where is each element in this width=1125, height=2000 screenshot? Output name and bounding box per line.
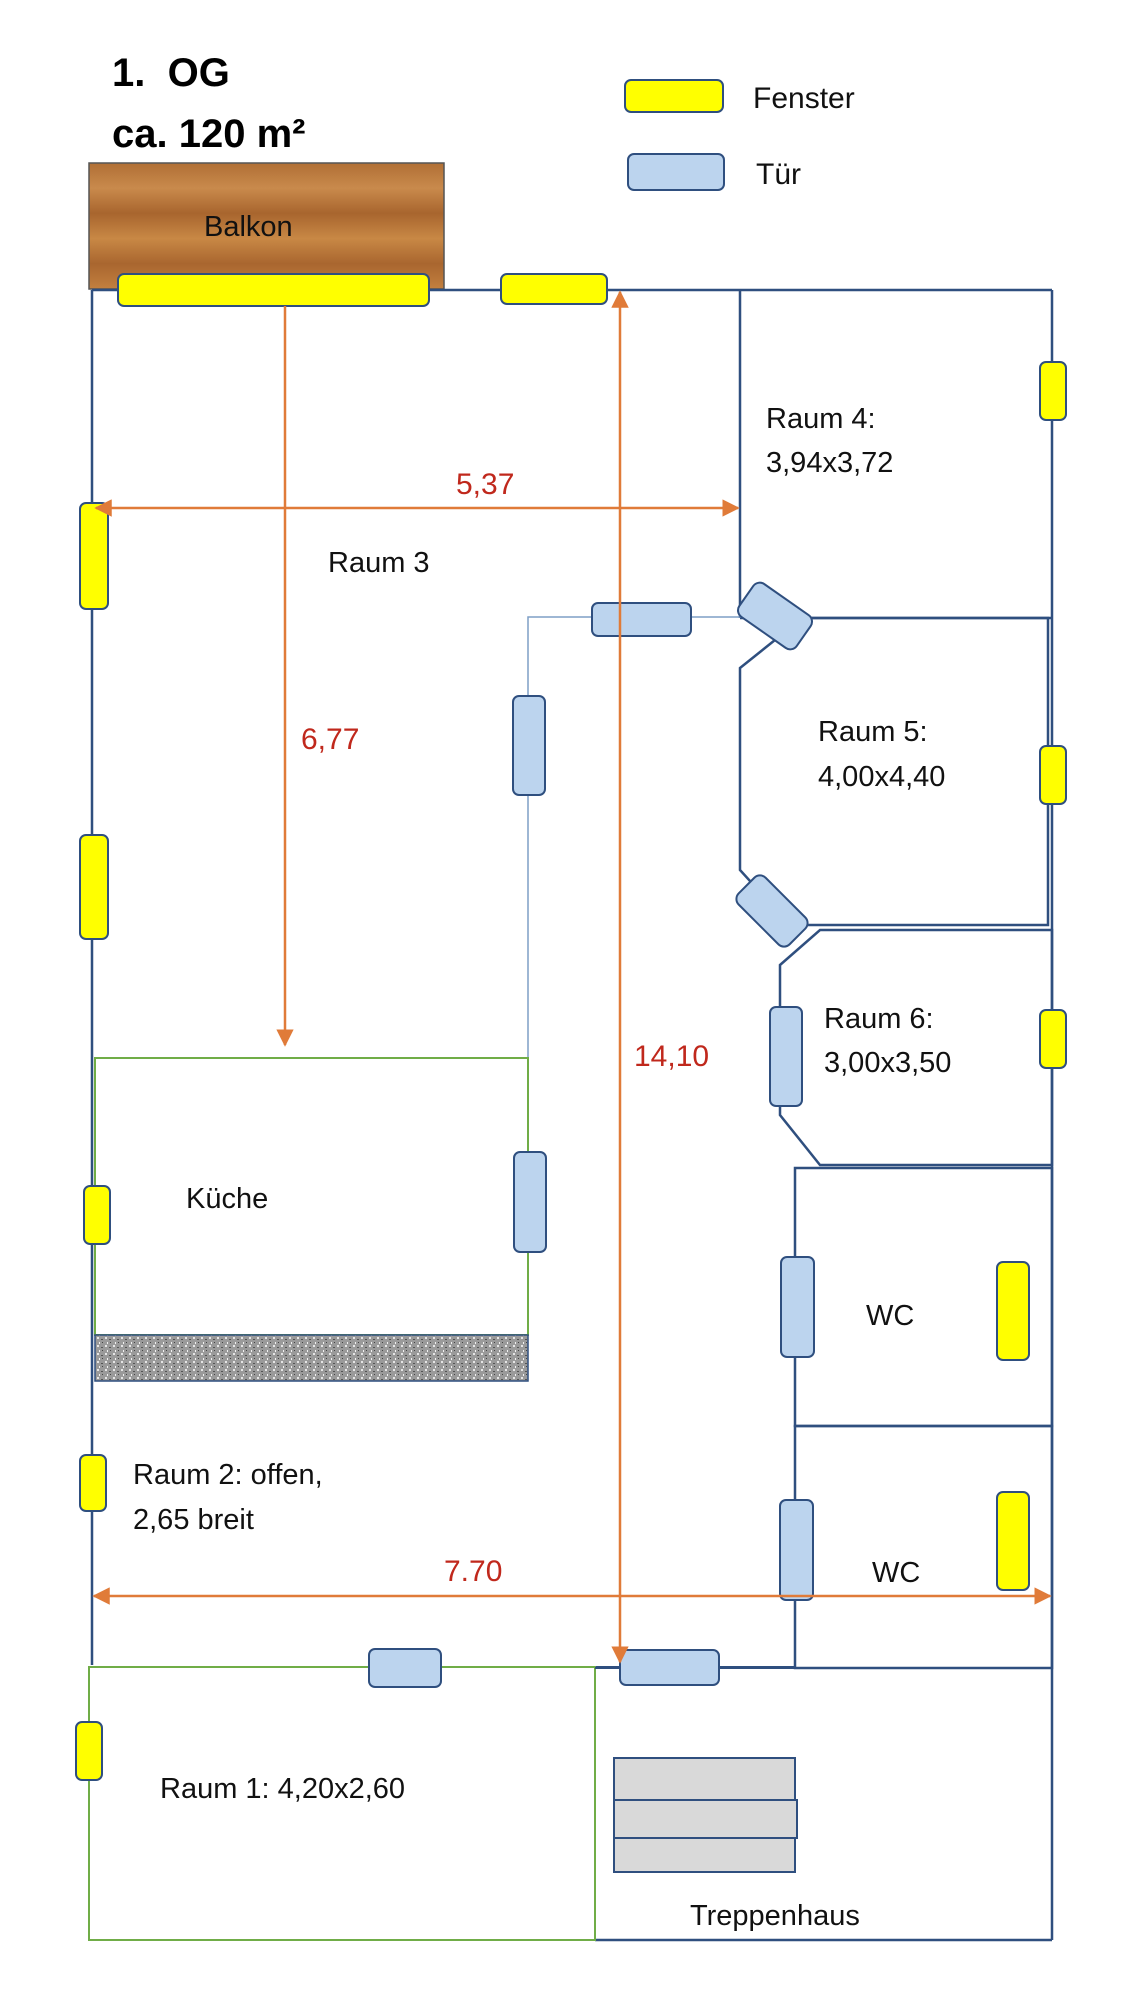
window-balcony xyxy=(117,273,430,307)
raum1-outline xyxy=(88,1666,596,1941)
legend-window-label: Fenster xyxy=(753,82,855,115)
door-wc1 xyxy=(780,1256,815,1358)
dim-total-length: 14,10 xyxy=(634,1040,709,1073)
raum5-name: Raum 5: xyxy=(818,716,928,748)
door-raum6 xyxy=(769,1006,803,1107)
legend-door-label: Tür xyxy=(756,158,801,191)
wc2-label: WC xyxy=(872,1557,920,1589)
dim-total-width: 7.70 xyxy=(444,1555,502,1588)
doors xyxy=(368,581,815,1688)
raum4-name: Raum 4: xyxy=(766,403,876,435)
balcony-label: Balkon xyxy=(204,211,293,243)
door-raum5 xyxy=(735,874,809,948)
stairs xyxy=(613,1757,798,1873)
dimension-arrows xyxy=(92,290,1052,1664)
area-title: ca. 120 m² xyxy=(112,112,305,156)
raum6-size: 3,00x3,50 xyxy=(824,1047,951,1079)
window-raum4 xyxy=(1039,361,1067,421)
door-raum4 xyxy=(736,581,814,651)
window-raum6 xyxy=(1039,1009,1067,1069)
window-left-2 xyxy=(79,834,109,940)
window-raum5 xyxy=(1039,745,1067,805)
floor-title: 1. OG xyxy=(112,51,230,95)
raum5-size: 4,00x4,40 xyxy=(818,761,945,793)
window-top xyxy=(500,273,608,305)
kitchen-outline xyxy=(94,1057,529,1336)
window-left-raum1 xyxy=(75,1721,103,1781)
stairwell-label: Treppenhaus xyxy=(690,1900,860,1932)
dim-width-raum3: 5,37 xyxy=(456,468,514,501)
window-left-kitchen xyxy=(83,1185,111,1245)
legend-door-swatch xyxy=(627,153,725,191)
window-left-raum2 xyxy=(79,1454,107,1512)
dim-depth-raum3: 6,77 xyxy=(301,723,359,756)
raum6-walls xyxy=(778,928,1054,1167)
door-stairwell xyxy=(619,1649,720,1686)
door-raum3-side xyxy=(512,695,546,796)
wc1-label: WC xyxy=(866,1300,914,1332)
window-left-1 xyxy=(79,502,109,610)
raum2-label-line1: Raum 2: offen, xyxy=(133,1459,323,1491)
raum6-name: Raum 6: xyxy=(824,1003,934,1035)
window-wc2 xyxy=(996,1491,1030,1591)
kitchen-counter xyxy=(94,1334,529,1382)
door-raum3-top xyxy=(591,602,692,637)
kitchen-label: Küche xyxy=(186,1183,268,1215)
window-wc1 xyxy=(996,1261,1030,1361)
raum2-label-line2: 2,65 breit xyxy=(133,1504,254,1536)
raum3-label: Raum 3 xyxy=(328,547,430,579)
outer-walls xyxy=(90,288,1054,1942)
raum4-size: 3,94x3,72 xyxy=(766,447,893,479)
raum1-label: Raum 1: 4,20x2,60 xyxy=(160,1773,405,1805)
door-wc2 xyxy=(779,1499,814,1601)
raum3-partition xyxy=(527,616,760,1058)
windows xyxy=(75,273,1067,1781)
door-raum1 xyxy=(368,1648,442,1688)
legend-window-swatch xyxy=(624,79,724,113)
balcony xyxy=(88,162,445,290)
door-kitchen xyxy=(513,1151,547,1253)
